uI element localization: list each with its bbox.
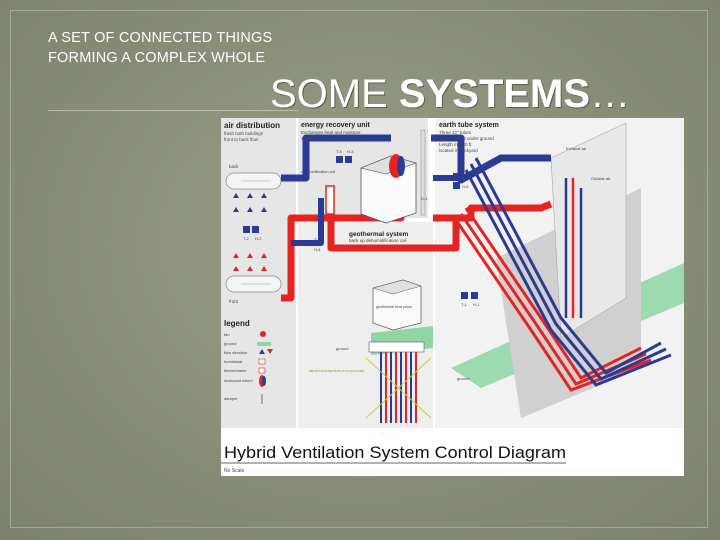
label-t1: T-1 (461, 302, 468, 307)
front-label: front (229, 299, 239, 304)
earth-tube-housing (550, 122, 627, 339)
sensor-t4-h4: T-4 H-4 (314, 237, 321, 252)
fan-icon (260, 331, 266, 337)
label-h6: H-6 (462, 184, 469, 189)
legend-item-desiccant: desiccant wheel (224, 378, 253, 383)
diagram-svg: air distribution fresh both buildings fr… (221, 118, 684, 476)
air-distribution-panel (221, 118, 296, 428)
ground-label-right: ground (457, 376, 469, 381)
geothermal-line1: back up dehumidification coil (349, 238, 407, 243)
earth-tube-line3: Length min 80 ft (439, 142, 472, 147)
dehumidification-coil (325, 185, 335, 215)
energy-recovery-unit (360, 129, 426, 224)
legend-item-thermometer: thermometer (224, 368, 247, 373)
label-h2: H-2 (255, 236, 262, 241)
vertical-tube-risers (564, 178, 583, 318)
thermometer-icon (258, 367, 266, 374)
slide-subtitle: A SET OF CONNECTED THINGS FORMING A COMP… (48, 28, 272, 68)
title-light: SOME (270, 72, 399, 116)
energy-recovery-title: energy recovery unit (301, 122, 371, 129)
label-h4: H-4 (314, 247, 321, 252)
earth-tube-line4: located in backyard (439, 148, 478, 153)
back-duct (225, 172, 282, 190)
sensor-t5-h3: T-5 H-3 (336, 149, 354, 163)
hybrid-ventilation-diagram: air distribution fresh both buildings fr… (221, 118, 684, 476)
exhaust-label: Exhaust air (566, 146, 587, 151)
geothermal-note: design similar to plot solar diagram wit… (309, 368, 364, 373)
front-duct (225, 275, 282, 293)
air-distribution-title: air distribution (224, 121, 280, 130)
geothermal-heat-pump: geothermal heat pump (372, 279, 422, 331)
heading-band (221, 434, 684, 476)
legend-title: legend (224, 319, 250, 328)
pump-label: geothermal heat pump (376, 305, 412, 309)
label-t4: T-4 (314, 237, 321, 242)
geothermal-loops (365, 341, 432, 423)
legend-item-damper: damper (224, 396, 238, 401)
label-t2: T-2 (243, 236, 250, 241)
subtitle-divider (48, 110, 298, 111)
label-d1: D-1 (421, 196, 428, 201)
flow-arrow-icon (259, 349, 265, 354)
energy-recovery-line2: 70% efficient on heat exchange (301, 136, 364, 141)
legend-item-humidistat: humidistat (224, 359, 243, 364)
legend-item-flow: flow direction (224, 350, 247, 355)
ground-label-left: ground (336, 346, 348, 351)
title-bold: SYSTEMS (398, 72, 591, 116)
ground-swatch-icon (257, 342, 271, 346)
label-h1: H-1 (473, 302, 480, 307)
dehumidification-label: dehumidification coil (301, 170, 335, 174)
subtitle-line-2: FORMING A COMPLEX WHOLE (48, 50, 266, 66)
label-h3: H-3 (347, 149, 354, 154)
earth-tubes (454, 157, 672, 392)
slide-frame (10, 10, 708, 528)
subtitle-line-1: A SET OF CONNECTED THINGS (48, 30, 273, 46)
geothermal-title: geothermal system (349, 231, 408, 238)
front-flow-arrows (233, 253, 267, 271)
label-t6: T-6 (462, 175, 469, 180)
sensor-t6-h6: T-6 H-6 (453, 173, 469, 189)
outside-label: Outside air (591, 176, 611, 181)
humidistat-icon (258, 358, 266, 365)
earth-tube-line1: Three 12" tubes (439, 130, 472, 135)
slide-title: SOME SYSTEMS… (270, 70, 630, 118)
title-ellipsis: … (590, 72, 631, 116)
earth-tube-title: earth tube system (439, 122, 499, 129)
back-label: back (229, 164, 239, 169)
air-distribution-line2: front to back flow (224, 137, 259, 142)
energy-recovery-line1: Exchanges heat and moisture (301, 130, 361, 135)
back-flow-arrows (233, 193, 267, 212)
air-distribution-line1: fresh both buildings (224, 131, 264, 136)
sensor-t2-h2: T-2 H-2 (243, 226, 262, 241)
legend: legend fan ground flow direction humidis… (224, 319, 273, 404)
scale-note: No Scale (224, 468, 245, 474)
sensor-t1-h1: T-1 H-1 (461, 292, 480, 307)
diagram-heading: Hybrid Ventilation System Control Diagra… (224, 444, 566, 462)
label-t5: T-5 (336, 149, 343, 154)
legend-item-fan: fan (224, 332, 230, 337)
earth-tube-line2: Depth min 6ft under ground (439, 136, 494, 141)
legend-item-ground: ground (224, 341, 236, 346)
